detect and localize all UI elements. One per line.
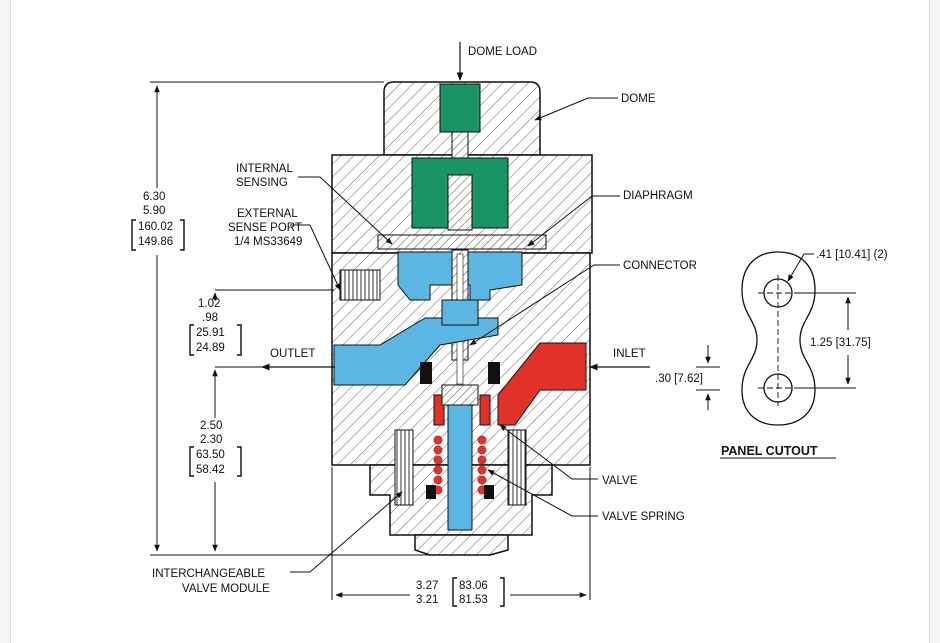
dim-port-m2: 24.89 — [196, 342, 225, 354]
outlet-passage — [333, 317, 499, 386]
external-sense-leader — [290, 224, 341, 291]
valve-body-section — [331, 81, 593, 556]
label-dome-load: DOME LOAD — [468, 46, 537, 58]
dim-height-l1: 6.30 — [143, 191, 165, 203]
valve-leader — [499, 424, 598, 480]
dim-lower-l2: 2.30 — [200, 434, 222, 446]
dim-lower-l1: 2.50 — [200, 420, 222, 432]
panel-centerlines — [758, 275, 800, 406]
valve-poppet — [441, 384, 479, 406]
label-outlet: OUTLET — [270, 348, 315, 360]
dim-hole: .41 [10.41] (2) — [816, 249, 888, 261]
dim-hole-spacing: 1.25 [31.75] — [810, 337, 871, 349]
right-frame — [929, 0, 940, 643]
dome-piston-stem — [447, 174, 473, 231]
red-seat-right — [479, 394, 491, 426]
external-sense-port — [339, 269, 381, 301]
dim-height-m2: 149.86 — [138, 236, 173, 248]
label-internal-sensing-2: SENSING — [236, 177, 288, 189]
dim-port-l1: 1.02 — [198, 298, 220, 310]
o-ring-left — [420, 362, 432, 384]
dim-inlet-offset: .30 [7.62] — [655, 373, 703, 385]
label-module-2: VALVE MODULE — [182, 583, 270, 595]
flow-arrows — [261, 42, 650, 371]
module-threads-right — [507, 429, 527, 506]
valve-stem — [447, 389, 473, 531]
dim-lower-m2: 58.42 — [196, 464, 225, 476]
label-valve-spring: VALVE SPRING — [602, 511, 685, 523]
red-seat-left — [433, 394, 445, 426]
callout-labels: DOME LOAD DOME INTERNAL SENSING DIAPHRAG… — [152, 46, 818, 595]
label-external-sense-2: SENSE PORT — [228, 222, 302, 234]
dim-height-l2: 5.90 — [143, 205, 165, 217]
internal-sensing-leader — [298, 176, 393, 245]
dome-load-port — [439, 83, 481, 133]
dim-port-l2: .98 — [202, 312, 218, 324]
leader-lines — [290, 97, 620, 573]
valve-spring-leader — [487, 469, 598, 517]
connector-leader — [469, 264, 620, 346]
label-external-sense-1: EXTERNAL — [237, 208, 298, 220]
o-ring-bottom-left — [426, 485, 436, 499]
left-frame — [0, 0, 11, 643]
diaphragm-leader — [527, 195, 620, 247]
label-valve: VALVE — [602, 475, 638, 487]
panel-dimensions — [787, 253, 856, 389]
panel-cutout-view — [720, 251, 856, 459]
dim-lower-m1: 63.50 — [196, 449, 225, 461]
central-sensing-bore — [441, 299, 479, 326]
dim-width-m2: 81.53 — [459, 594, 488, 606]
label-inlet: INLET — [613, 348, 646, 360]
diaphragm-plate — [377, 234, 547, 250]
module-threads-left — [394, 429, 414, 506]
label-external-sense-3: 1/4 MS33649 — [234, 236, 302, 248]
o-ring-bottom-right — [484, 485, 494, 499]
dimension-lines — [150, 81, 720, 600]
dimension-labels: 6.30 5.90 160.02 149.86 1.02 .98 25.91 2… — [138, 191, 888, 606]
dim-width-l2: 3.21 — [416, 594, 438, 606]
label-connector: CONNECTOR — [623, 260, 697, 272]
dim-height-m1: 160.02 — [138, 221, 173, 233]
label-internal-sensing-1: INTERNAL — [236, 163, 293, 175]
bottom-nose — [414, 534, 509, 556]
dim-port-m1: 25.91 — [196, 327, 225, 339]
label-diaphragm: DIAPHRAGM — [623, 190, 693, 202]
dim-width-m1: 83.06 — [459, 580, 488, 592]
label-dome: DOME — [621, 93, 656, 105]
dome-leader — [534, 97, 618, 121]
o-ring-right — [488, 362, 500, 384]
module-leader — [290, 491, 403, 573]
label-module-1: INTERCHANGEABLE — [152, 568, 265, 580]
label-panel-cutout: PANEL CUTOUT — [721, 444, 818, 458]
panel-cutout-outline — [741, 251, 816, 426]
valve-spring-coils — [433, 435, 487, 495]
dim-width-l1: 3.27 — [416, 580, 438, 592]
dimension-brackets — [131, 219, 505, 607]
